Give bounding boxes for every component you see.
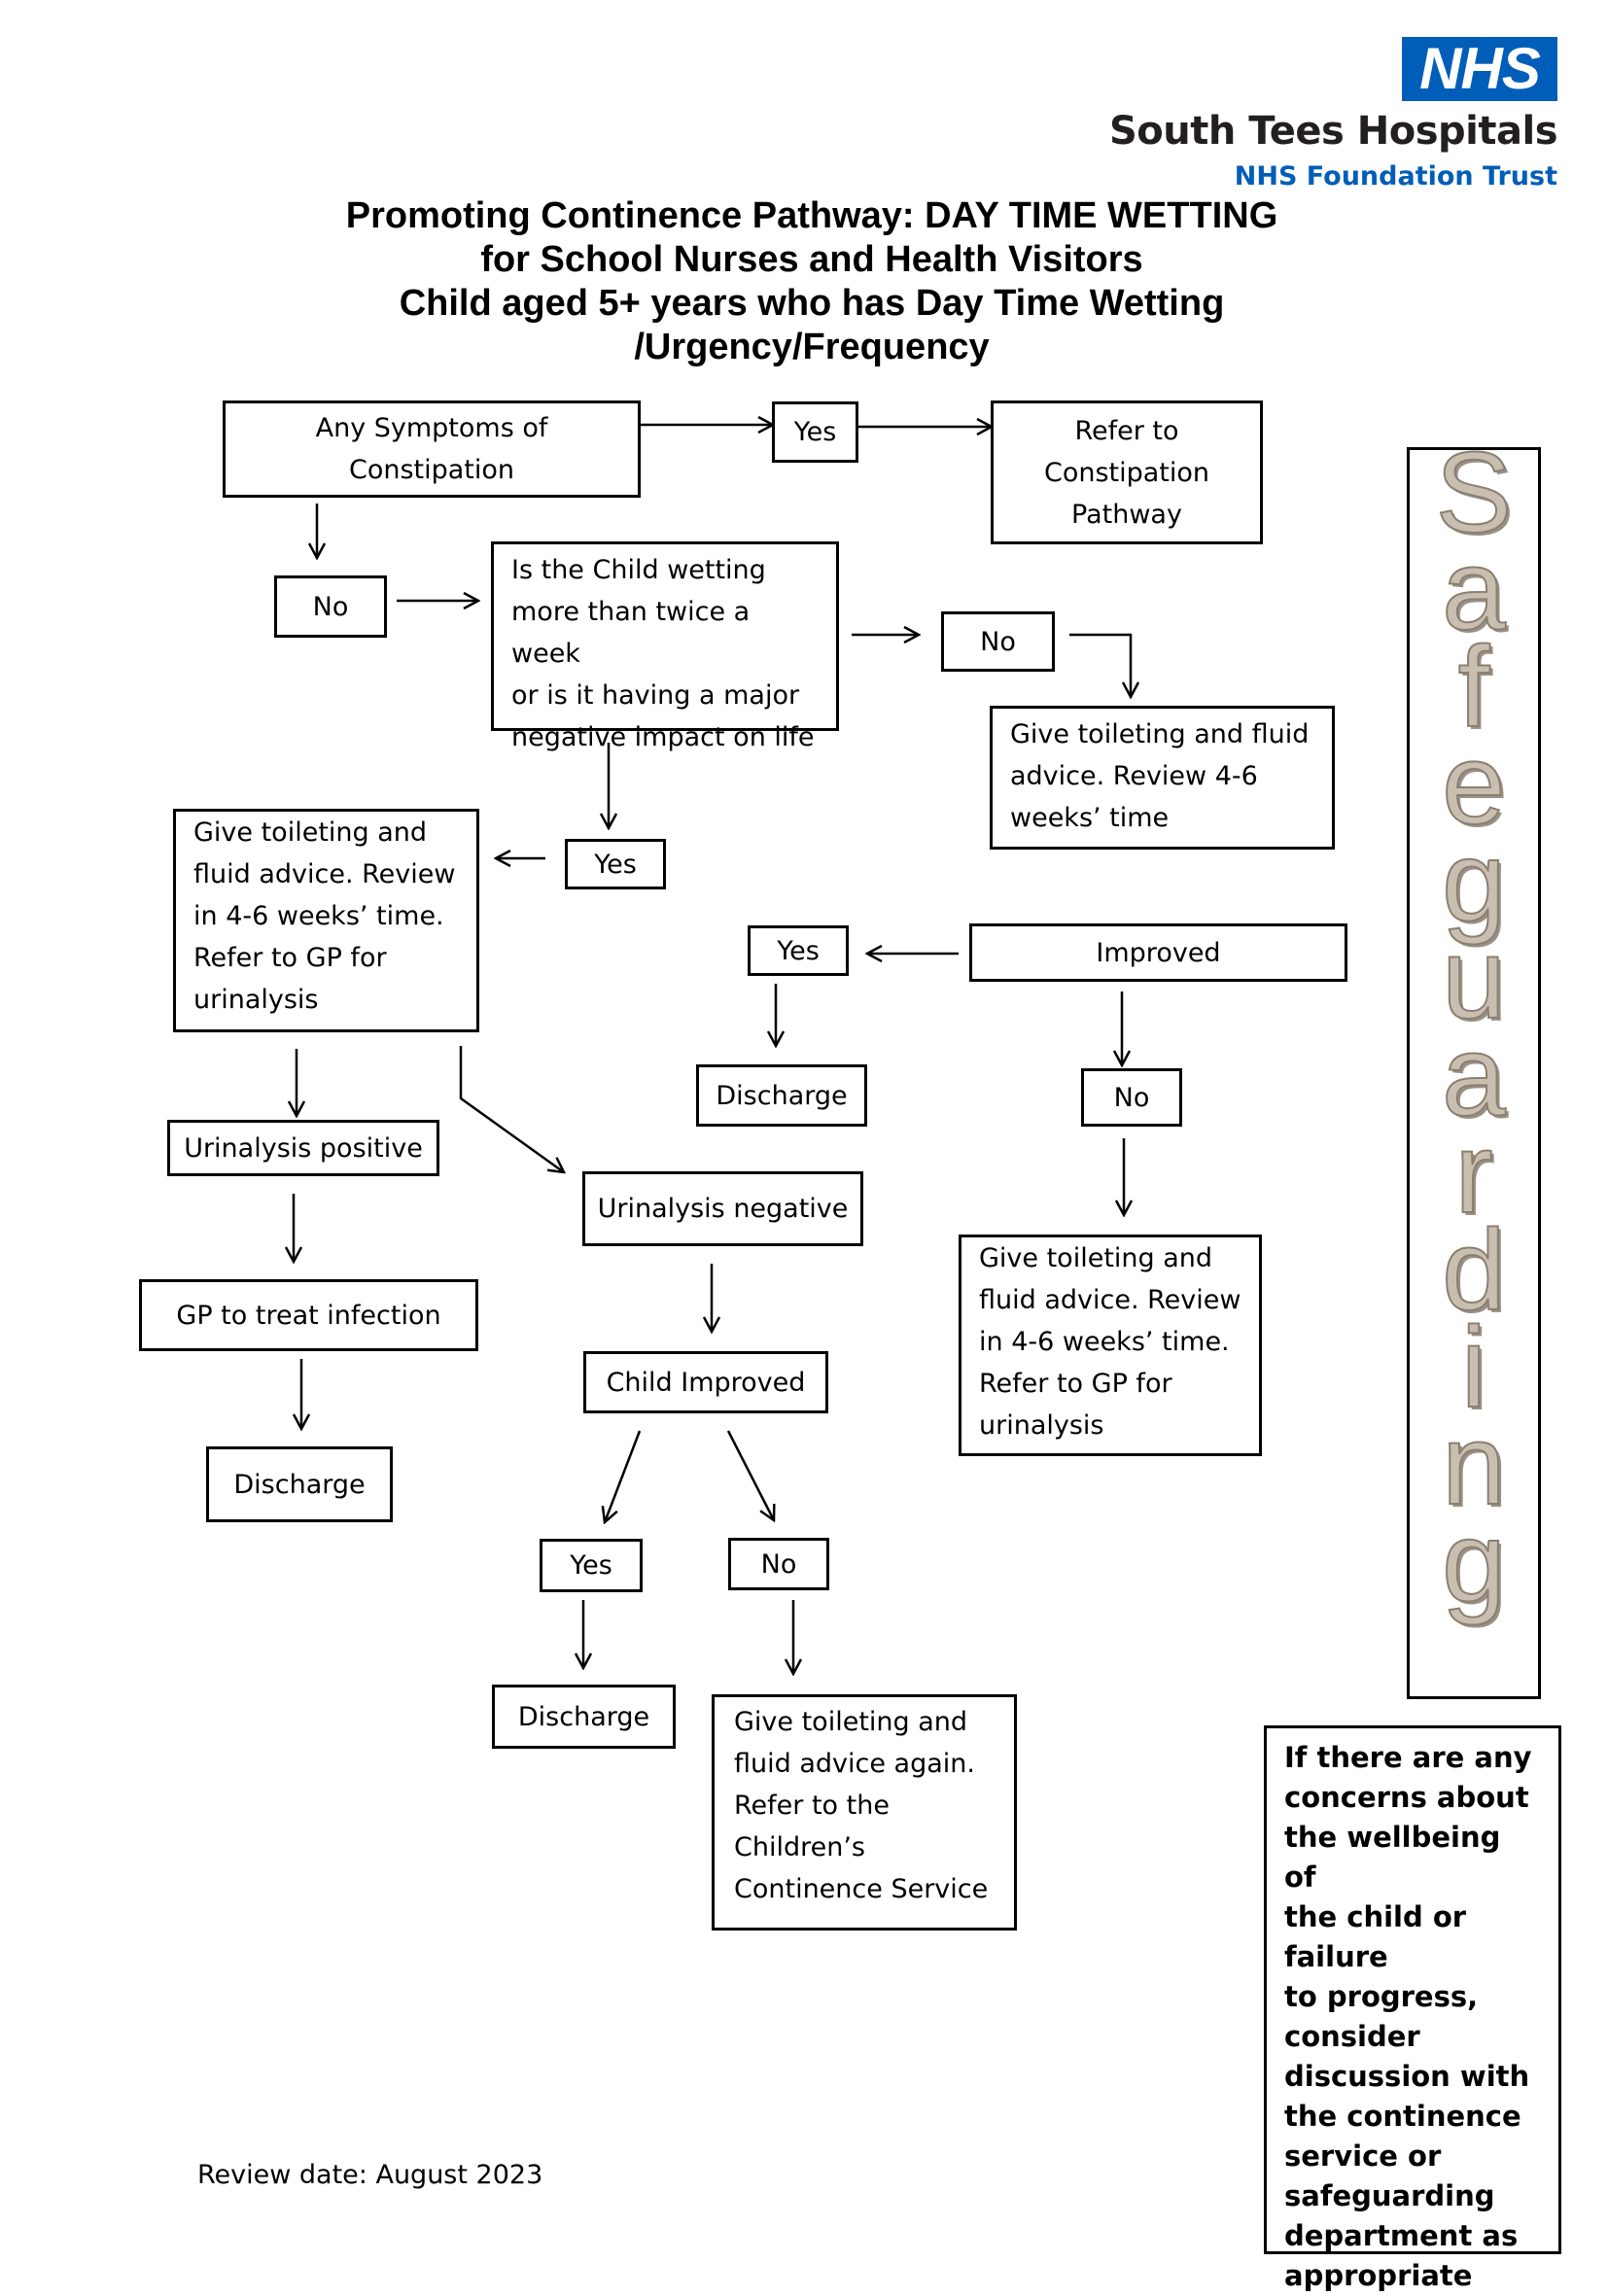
discharge-box-left: Discharge <box>206 1446 393 1522</box>
title-line-3: Child aged 5+ years who has Day Time Wet… <box>399 283 1225 324</box>
safeguarding-note: If there are any concerns about the well… <box>1264 1725 1561 2292</box>
page-title: Promoting Continence Pathway: DAY TIME W… <box>282 194 1342 369</box>
urinalysis-positive-box: Urinalysis positive <box>167 1120 439 1176</box>
arrow-improved-yes-bottom <box>605 1430 642 1522</box>
yes-box-bottom: Yes <box>540 1539 643 1592</box>
org-subtitle: NHS Foundation Trust <box>1234 161 1557 191</box>
child-improved-box: Child Improved <box>583 1351 828 1413</box>
org-name: South Tees Hospitals <box>1109 109 1558 154</box>
safeguarding-banner-text: S a f e g u a r d i n g <box>1435 447 1514 1626</box>
no-box-right: No <box>941 611 1055 672</box>
urinalysis-negative-box: Urinalysis negative <box>582 1171 863 1246</box>
arrow-no-advice <box>1069 633 1131 697</box>
arrow-advice-negative <box>459 1046 564 1172</box>
yes-box-top: Yes <box>772 401 858 463</box>
no-box-improved: No <box>1081 1068 1182 1127</box>
yes-box-improved: Yes <box>748 925 849 976</box>
title-line-1: Promoting Continence Pathway: DAY TIME W… <box>345 195 1278 236</box>
review-date: Review date: August 2023 <box>197 2160 543 2190</box>
improved-box: Improved <box>969 923 1347 982</box>
discharge-box-mid: Discharge <box>696 1064 867 1127</box>
no-box-bottom: No <box>728 1538 829 1590</box>
safeguarding-banner: S a f e g u a r d i n g <box>1407 447 1541 1699</box>
discharge-box-bottom: Discharge <box>492 1685 676 1749</box>
nhs-logo: NHS <box>1402 37 1557 101</box>
no-box-left: No <box>274 575 387 638</box>
gp-treat-infection-box: GP to treat infection <box>139 1279 478 1351</box>
title-line-4: /Urgency/Frequency <box>634 327 990 367</box>
title-line-2: for School Nurses and Health Visitors <box>480 239 1143 280</box>
yes-box-mid: Yes <box>565 839 666 889</box>
arrow-improved-no-bottom <box>726 1430 774 1520</box>
